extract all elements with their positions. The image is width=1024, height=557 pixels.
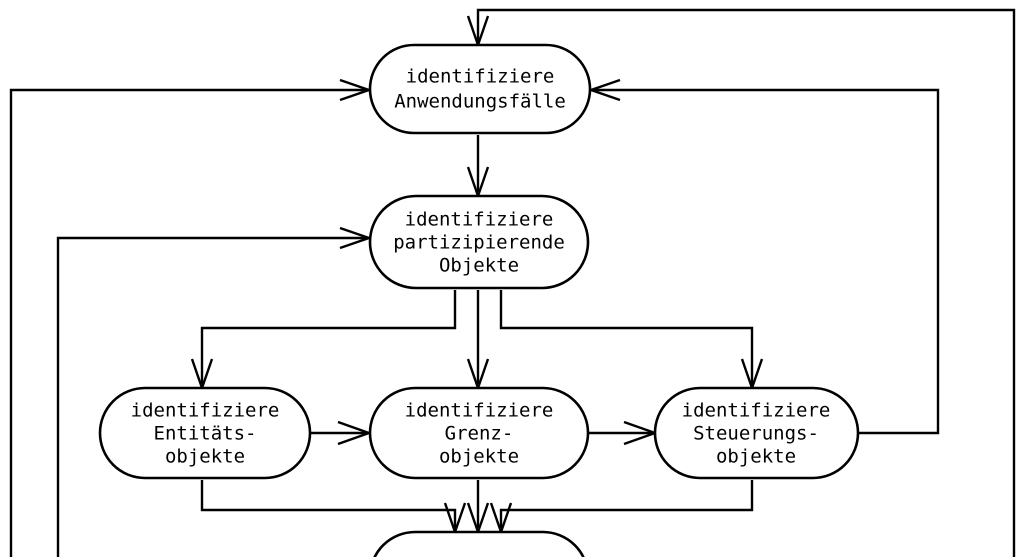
edge-right-outer-rail	[476, 8, 1016, 557]
node-grenzobjekte[interactable]: identifiziere Grenz- objekte	[368, 386, 590, 480]
node-partizipierende-objekte-line3: Objekte	[439, 255, 519, 277]
node-partizipierende-objekte-line1: identifiziere	[405, 209, 554, 231]
node-entitaetsobjekte-line1: identifiziere	[131, 400, 280, 422]
node-bottom-clipped-shape[interactable]	[370, 530, 588, 557]
node-anwendungsfaelle-line1: identifiziere	[406, 66, 555, 88]
edge-steuerungs-to-anwendungsfaelle	[593, 88, 940, 435]
node-anwendungsfaelle-line2: Anwendungsfälle	[394, 91, 566, 113]
node-grenzobjekte-line1: identifiziere	[405, 400, 554, 422]
node-partizipierende-objekte-line2: partizipierende	[393, 232, 565, 254]
edge-partizipierende-to-steuerungs	[499, 290, 754, 386]
node-bottom-clipped[interactable]	[370, 530, 588, 557]
edge-steuerungs-to-bottom	[499, 480, 754, 530]
edge-left-outer-loop	[9, 88, 367, 557]
node-layer: identifiziere Anwendungsfälle identifizi…	[98, 43, 860, 557]
edge-left-inner-loop	[56, 236, 367, 557]
node-partizipierende-objekte-shape[interactable]	[368, 194, 590, 290]
node-partizipierende-objekte[interactable]: identifiziere partizipierende Objekte	[368, 194, 590, 290]
edge-partizipierende-to-entitaets	[200, 290, 457, 386]
node-steuerungsobjekte-shape[interactable]	[653, 386, 860, 480]
node-entitaetsobjekte-line3: objekte	[165, 446, 245, 468]
edge-layer	[9, 8, 1016, 557]
node-entitaetsobjekte[interactable]: identifiziere Entitäts- objekte	[98, 386, 312, 480]
node-steuerungsobjekte-line3: objekte	[716, 446, 796, 468]
node-grenzobjekte-line2: Grenz-	[445, 423, 514, 445]
node-grenzobjekte-shape[interactable]	[368, 386, 590, 480]
node-grenzobjekte-line3: objekte	[439, 446, 519, 468]
node-steuerungsobjekte-line1: identifiziere	[682, 400, 831, 422]
node-anwendungsfaelle-shape[interactable]	[368, 43, 592, 135]
node-anwendungsfaelle[interactable]: identifiziere Anwendungsfälle	[368, 43, 592, 135]
node-entitaetsobjekte-line2: Entitäts-	[154, 423, 257, 445]
node-entitaetsobjekte-shape[interactable]	[98, 386, 312, 480]
node-steuerungsobjekte-line2: Steuerungs-	[693, 423, 819, 445]
edge-entitaets-to-bottom	[200, 480, 457, 530]
node-steuerungsobjekte[interactable]: identifiziere Steuerungs- objekte	[653, 386, 860, 480]
